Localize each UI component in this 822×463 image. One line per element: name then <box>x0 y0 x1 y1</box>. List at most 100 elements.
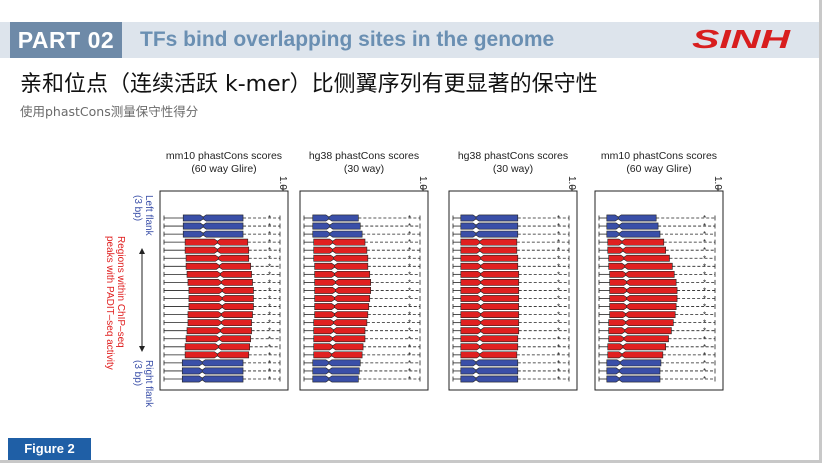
box <box>313 238 366 246</box>
box <box>182 222 244 230</box>
slide-subtitle: 使用phastCons测量保守性得分 <box>20 104 199 119</box>
significance-star: * <box>703 367 706 376</box>
significance-star: * <box>268 286 271 295</box>
logo-text: SINH <box>692 26 792 52</box>
box <box>607 238 665 246</box>
significance-star: * <box>703 270 706 279</box>
box <box>185 335 251 343</box>
panel-title-line: hg38 phastCons scores <box>309 150 419 162</box>
significance-star: * <box>557 230 560 239</box>
significance-star: * <box>557 319 560 328</box>
box <box>460 295 520 302</box>
significance-star: * <box>268 375 271 384</box>
box <box>313 319 368 327</box>
significance-star: * <box>408 367 411 376</box>
box <box>460 343 519 351</box>
box <box>609 279 677 286</box>
box <box>188 287 254 294</box>
box <box>460 319 520 327</box>
box <box>312 359 361 367</box>
significance-star: * <box>408 278 411 287</box>
box <box>608 319 674 327</box>
box <box>460 359 519 367</box>
box <box>314 303 370 310</box>
box <box>184 351 250 359</box>
box <box>460 375 519 383</box>
panel-title-line: (30 way) <box>493 163 533 175</box>
significance-star: * <box>268 311 271 320</box>
significance-star: * <box>703 278 706 287</box>
box <box>312 214 359 222</box>
box <box>609 287 678 294</box>
significance-star: * <box>268 262 271 271</box>
significance-star: * <box>408 238 411 247</box>
box <box>185 254 250 262</box>
significance-star: * <box>557 278 560 287</box>
significance-star: * <box>703 319 706 328</box>
panel-frame <box>159 190 289 391</box>
arrow-head-down <box>139 346 145 352</box>
box <box>313 335 366 343</box>
significance-star: * <box>268 214 271 223</box>
axis-tick-label: 1.0 <box>277 176 288 190</box>
axis-tick-label: 1.0 <box>566 176 577 190</box>
panel-title-line: (60 way Glire) <box>191 163 256 175</box>
box <box>609 295 678 302</box>
box <box>313 327 366 335</box>
significance-star: * <box>268 343 271 352</box>
box <box>314 270 371 278</box>
significance-star: * <box>557 222 560 231</box>
significance-star: * <box>268 303 271 312</box>
significance-star: * <box>703 375 706 384</box>
box <box>606 375 661 383</box>
significance-star: * <box>268 278 271 287</box>
significance-star: * <box>703 311 706 320</box>
header-bar <box>0 22 822 58</box>
significance-star: * <box>557 286 560 295</box>
box <box>460 327 520 335</box>
box <box>609 311 676 318</box>
significance-star: * <box>408 295 411 304</box>
significance-star: * <box>408 335 411 344</box>
box <box>312 222 361 230</box>
box <box>460 230 519 238</box>
significance-star: * <box>703 303 706 312</box>
right-flank-label: Right flank(3 bp) <box>132 360 154 408</box>
significance-star: * <box>408 359 411 368</box>
significance-star: * <box>557 246 560 255</box>
box <box>181 359 244 367</box>
significance-star: * <box>557 367 560 376</box>
box <box>312 367 360 375</box>
box <box>314 262 369 270</box>
box <box>313 254 369 262</box>
significance-star: * <box>408 262 411 271</box>
significance-star: * <box>268 238 271 247</box>
boxplot-panel: mm10 phastCons scores(60 way Glire)1.0**… <box>594 150 724 391</box>
panel-frame <box>594 190 724 391</box>
box <box>606 367 661 375</box>
box <box>606 214 657 222</box>
box <box>187 319 252 327</box>
significance-star: * <box>703 214 706 223</box>
significance-star: * <box>268 230 271 239</box>
significance-star: * <box>408 327 411 336</box>
significance-star: * <box>557 351 560 360</box>
label-line: (3 bp) <box>132 360 143 386</box>
box <box>609 303 677 310</box>
box <box>181 375 244 383</box>
label-line: Regions within ChIP–seq <box>115 236 126 348</box>
significance-star: * <box>268 319 271 328</box>
box <box>313 351 363 359</box>
panel-title-line: hg38 phastCons scores <box>458 150 568 162</box>
box <box>312 375 359 383</box>
box <box>607 351 664 359</box>
box <box>186 327 252 335</box>
significance-star: * <box>703 230 706 239</box>
significance-star: * <box>557 270 560 279</box>
left-flank-label: Left flank(3 bp) <box>132 195 154 237</box>
label-line: (3 bp) <box>132 195 143 221</box>
significance-star: * <box>268 254 271 263</box>
box <box>460 311 520 318</box>
box <box>314 311 369 318</box>
label-line: Right flank <box>143 360 154 408</box>
